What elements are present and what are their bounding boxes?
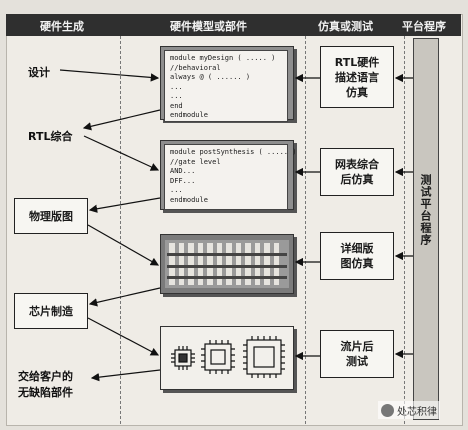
arrow-fab-to-chip	[87, 317, 160, 356]
chip-panel	[160, 326, 294, 390]
step-deliver-line1: 交给客户的	[18, 370, 73, 383]
chip-icon-medium	[201, 340, 235, 374]
code-line: endmodule	[170, 195, 208, 204]
watermark: 处芯积律	[378, 401, 440, 419]
column-divider-1	[120, 36, 121, 424]
code-line: end	[170, 101, 183, 110]
tapeout-test-box: 流片后 测试	[320, 330, 394, 378]
rtl-sim-line: 描述语言	[335, 70, 379, 84]
layout-sim-text: 详细版 图仿真	[341, 241, 374, 271]
layout-image-panel	[160, 234, 294, 294]
layout-sim-line: 详细版	[340, 242, 374, 255]
header-platform: 平台程序	[402, 20, 446, 33]
netlist-sim-text: 网表综合 后仿真	[335, 157, 379, 187]
code-line: ...	[170, 82, 183, 91]
watermark-text: 处芯积律	[397, 406, 437, 418]
arrow-code-to-rtl	[82, 109, 161, 131]
rtl-sim-line: 仿真	[346, 85, 368, 99]
step-design: 设计	[28, 66, 50, 79]
wechat-icon	[381, 403, 394, 417]
chip-icons	[171, 336, 285, 378]
arrow-chip-to-deliver	[90, 369, 161, 382]
step-chip-fabrication-label: 芯片制造	[29, 305, 73, 318]
arrow-layout-to-fab	[88, 287, 161, 307]
arrow-physical-to-layout	[87, 224, 160, 266]
column-divider-2	[305, 36, 306, 424]
step-deliver-line2: 无缺陷部件	[18, 386, 73, 399]
synth-code-card: module postSynthesis ( ..... ) //gate le…	[164, 144, 296, 210]
code-line: endmodule	[170, 111, 208, 119]
arrow-design-to-code	[59, 69, 160, 82]
code-line: ...	[170, 186, 183, 194]
code-line: AND...	[170, 167, 196, 175]
chip-icon-large	[243, 336, 285, 378]
netlist-sim-line: 后仿真	[340, 173, 374, 186]
code-line: //behavioral	[170, 63, 221, 72]
step-physical-layout-label: 物理版图	[29, 210, 73, 223]
rtl-sim-text: RTL硬件 描述语言 仿真	[335, 55, 380, 100]
tapeout-test-line: 流片后	[340, 340, 374, 353]
header-hardware-generation: 硬件生成	[40, 20, 84, 33]
header-simulation: 仿真或测试	[318, 20, 373, 33]
header-bar	[6, 14, 461, 36]
code-line: ...	[170, 92, 183, 100]
layout-pattern	[165, 240, 289, 288]
code-line: DFF...	[170, 176, 196, 185]
step-physical-layout: 物理版图	[14, 198, 88, 234]
tapeout-test-text: 流片后 测试	[341, 339, 374, 369]
header-hardware-model: 硬件模型或部件	[170, 20, 247, 33]
chip-icon-small	[171, 346, 195, 370]
code-line: module myDesign ( ..... )	[170, 54, 276, 62]
arrow-rtl-to-synth	[83, 135, 160, 171]
rtl-sim-line: RTL硬件	[334, 55, 380, 69]
netlist-simulation-box: 网表综合 后仿真	[320, 148, 394, 196]
layout-sim-line: 图仿真	[340, 257, 374, 270]
code-line: always @ ( ...... )	[170, 73, 251, 81]
code-line: //gate level	[170, 157, 221, 166]
arrow-synth-to-physical	[88, 197, 161, 213]
rtl-simulation-box: RTL硬件 描述语言 仿真	[320, 46, 394, 108]
design-code-card: module myDesign ( ..... ) //behavioral a…	[164, 50, 288, 122]
step-rtl-synthesis: RTL综合	[28, 130, 73, 143]
step-chip-fabrication: 芯片制造	[14, 293, 88, 329]
testbench-platform-bar	[413, 38, 439, 420]
column-divider-3	[404, 36, 405, 424]
layout-simulation-box: 详细版 图仿真	[320, 232, 394, 280]
testbench-platform-label: 测试平台程序	[419, 174, 432, 246]
tapeout-test-line: 测试	[346, 355, 368, 368]
netlist-sim-line: 网表综合	[335, 158, 379, 171]
